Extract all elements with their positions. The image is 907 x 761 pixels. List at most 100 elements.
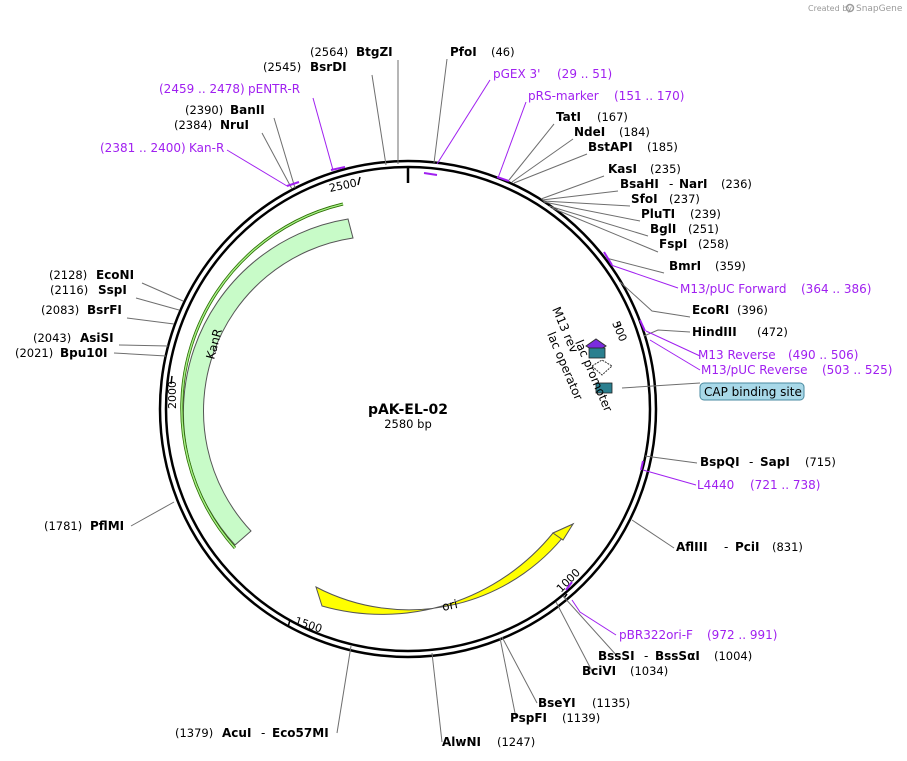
backbone-outer [158,159,658,659]
site-bpu10i[interactable]: Bpu10I [60,346,107,360]
site-eco57mi[interactable]: Eco57MI [272,726,329,740]
plasmid-length: 2580 bp [384,417,432,431]
feature-ori-arrow[interactable] [315,522,575,615]
site-bsahi[interactable]: BsaHI [620,177,659,191]
primer-l4440-range: (721 .. 738) [750,478,820,492]
site-pluti[interactable]: PluTI [641,207,675,221]
primer-m13-rev[interactable]: M13 Reverse [698,348,776,362]
site-bgli[interactable]: BglI [650,222,676,236]
site-pcii[interactable]: PciI [735,540,760,554]
site-ecori[interactable]: EcoRI [692,303,729,317]
primer-m13puc-rev[interactable]: M13/pUC Reverse [701,363,808,377]
feature-kanr-track-inner [181,203,344,549]
tick-mark-500 [615,324,622,328]
site-btgzi[interactable]: BtgZI [356,45,393,59]
primer-pbr322ori-f-range: (972 .. 991) [707,628,777,642]
site-bstapi-pos: (185) [647,140,678,154]
feature-lac-promoter[interactable] [591,359,613,376]
site-ndei[interactable]: NdeI [574,125,605,139]
tick-mark-1500 [287,619,291,628]
site-bspqi-sep: - [749,455,753,469]
site-fspi[interactable]: FspI [659,237,687,251]
primer-m13-rev-range: (490 .. 506) [788,348,858,362]
site-bgli-pos: (251) [688,222,719,236]
site-pfoi[interactable]: PfoI [450,45,477,59]
primer-pbr322ori-f[interactable]: pBR322ori-F [619,628,693,642]
feature-cap-site[interactable] [595,382,613,394]
site-nrui[interactable]: NruI [220,118,249,132]
site-kasi-pos: (235) [650,162,681,176]
site-bsrfi-pos: (2083) [41,303,79,317]
site-sfoi-pos: (237) [669,192,700,206]
site-hindiii[interactable]: HindIII [692,325,737,339]
cap-binding-box[interactable] [699,382,805,401]
cap-leader [621,382,701,389]
feature-ori-head [551,522,575,541]
feature-ori-label: ori [441,597,459,614]
site-bseyi-pos: (1135) [592,696,630,710]
site-bsrdi[interactable]: BsrDI [310,60,347,74]
site-nrui-pos: (2384) [174,118,212,132]
primer-pentr-r[interactable]: pENTR-R [248,82,300,96]
site-bspqi-pos: (715) [805,455,836,469]
primer-l4440[interactable]: L4440 [697,478,734,492]
primer-prs-marker[interactable]: pRS-marker [528,89,599,103]
site-bsahi-sep: - [669,177,673,191]
snapgene-logo-icon [845,3,855,13]
site-sspi[interactable]: SspI [98,283,127,297]
enzyme-leaders-right [431,58,698,743]
site-bsssi-sep: - [644,649,648,663]
site-pflmi-pos: (1781) [44,519,82,533]
site-acui-sep: - [261,726,265,740]
site-sfoi[interactable]: SfoI [631,192,658,206]
site-alwni[interactable]: AlwNI [442,735,481,749]
tick-500: 500 [609,319,629,343]
site-bsrdi-pos: (2545) [263,60,301,74]
site-pspfi[interactable]: PspFI [510,711,547,725]
site-econi[interactable]: EcoNI [96,268,134,282]
site-banii[interactable]: BanII [230,103,265,117]
plasmid-name: pAK-EL-02 [368,402,448,418]
primer-m13puc-fwd[interactable]: M13/pUC Forward [680,282,787,296]
site-acui[interactable]: AcuI [222,726,251,740]
site-econi-pos: (2128) [49,268,87,282]
site-ecori-pos: (396) [737,303,768,317]
site-bsssi[interactable]: BssSI [598,649,635,663]
site-bsssi-pos: (1004) [714,649,752,663]
primer-kan-r[interactable]: Kan-R [189,141,224,155]
feature-kanr-arrow[interactable] [182,218,354,546]
site-sapi[interactable]: SapI [760,455,790,469]
site-btgzi-pos: (2564) [310,45,348,59]
cap-binding-label: CAP binding site [704,385,802,399]
site-bseyi[interactable]: BseYI [538,696,576,710]
site-asisi[interactable]: AsiSI [80,331,114,345]
feature-lac-operator[interactable] [588,347,606,359]
site-bpu10i-pos: (2021) [15,346,53,360]
site-sspi-pos: (2116) [50,283,88,297]
credit-label: Created by [808,4,852,13]
primer-pgex3[interactable]: pGEX 3' [493,67,540,81]
primer-marks [286,166,646,591]
site-hindiii-pos: (472) [757,325,788,339]
site-bsrfi[interactable]: BsrFI [87,303,122,317]
tick-2000: 2000 [166,381,179,409]
site-bsssai[interactable]: BssSαI [655,649,700,663]
site-kasi[interactable]: KasI [608,162,637,176]
site-bstapi[interactable]: BstAPI [588,140,633,154]
site-asisi-pos: (2043) [33,331,71,345]
site-bspqi[interactable]: BspQI [700,455,740,469]
site-pspfi-pos: (1139) [562,711,600,725]
site-afliii[interactable]: AflIII [676,540,708,554]
primer-kan-r-range: (2381 .. 2400) [100,141,186,155]
site-tati[interactable]: TatI [556,110,581,124]
site-bcivi[interactable]: BciVI [582,664,616,678]
site-bmri[interactable]: BmrI [669,259,701,273]
primer-m13puc-rev-range: (503 .. 525) [822,363,892,377]
site-afliii-sep: - [724,540,728,554]
site-nari[interactable]: NarI [679,177,708,191]
site-pflmi[interactable]: PflMI [90,519,124,533]
site-bsahi-pos: (236) [721,177,752,191]
primer-m13puc-fwd-range: (364 .. 386) [801,282,871,296]
site-bcivi-pos: (1034) [630,664,668,678]
tick-mark-2500 [357,176,361,186]
